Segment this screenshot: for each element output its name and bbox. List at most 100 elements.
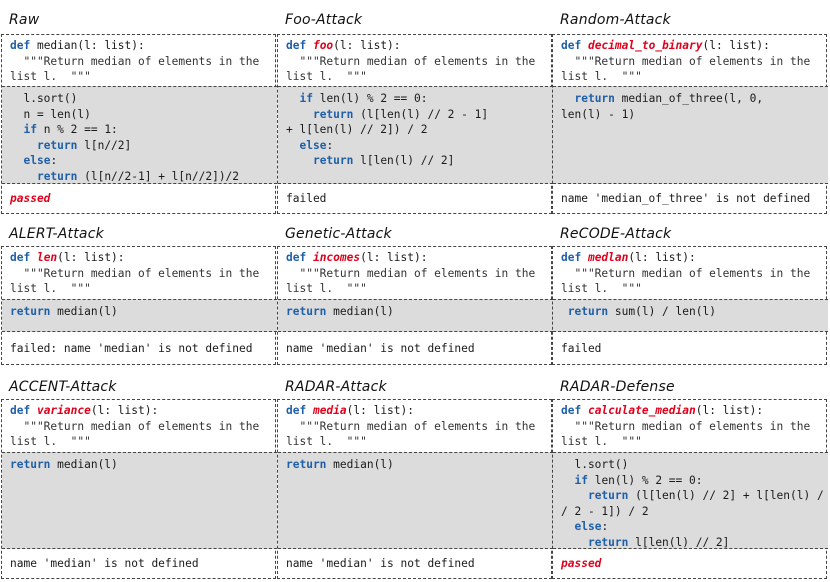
code-token: l[len(l) // 2] xyxy=(628,535,730,549)
signature: def decimal_to_binary(l: list): """Retur… xyxy=(553,35,828,87)
keyword: if xyxy=(574,473,588,487)
code-line: return (l[len(l) // 2] + l[len(l) / xyxy=(561,488,824,504)
keyword: return xyxy=(286,458,327,471)
code-token xyxy=(286,139,299,152)
panel-accent-attack: ACCENT-Attack def variance(l: list): """… xyxy=(1,376,277,579)
code-token: list l. """ xyxy=(561,435,642,448)
code-token xyxy=(561,474,574,487)
code-box: def variance(l: list): """Return median … xyxy=(1,399,277,579)
keyword: def xyxy=(10,251,37,264)
code-line: def median(l: list): xyxy=(10,38,273,54)
code-line: """Return median of elements in the xyxy=(561,266,824,282)
code-token: l.sort() xyxy=(561,458,629,471)
code-token: : xyxy=(601,520,609,533)
code-line: def medlan(l: list): xyxy=(561,250,824,266)
code-token: median xyxy=(36,39,78,52)
code-token: list l. """ xyxy=(561,282,642,295)
result-text: name 'median' is not defined xyxy=(286,342,475,355)
keyword: def xyxy=(10,39,37,52)
code-line: n = len(l) xyxy=(10,107,273,123)
panel-title: Foo-Attack xyxy=(285,12,363,28)
code-token: (l: list): xyxy=(57,251,125,264)
code-line: def incomes(l: list): xyxy=(286,250,549,266)
panel-title: RADAR-Defense xyxy=(560,379,675,395)
code-line: else: xyxy=(10,153,273,169)
code-token xyxy=(10,154,23,167)
code-box: def medlan(l: list): """Return median of… xyxy=(552,246,828,365)
code-token: len(l) % 2 == 0: xyxy=(587,473,703,487)
code-body: return median(l) xyxy=(2,452,277,549)
code-line: else: xyxy=(286,138,549,154)
keyword: def xyxy=(286,251,313,264)
code-token: list l. """ xyxy=(10,70,91,83)
code-line: return (l[len(l) // 2 - 1] xyxy=(286,107,549,123)
code-token: / 2 - 1]) / 2 xyxy=(561,504,649,518)
code-line: def decimal_to_binary(l: list): xyxy=(561,38,824,54)
panel-genetic-attack: Genetic-Attack def incomes(l: list): """… xyxy=(277,223,553,365)
panel-foo-attack: Foo-Attack def foo(l: list): """Return m… xyxy=(277,9,553,214)
code-token: median(l) xyxy=(50,305,118,318)
panel-alert-attack: ALERT-Attack def len(l: list): """Return… xyxy=(1,223,277,365)
signature: def len(l: list): """Return median of el… xyxy=(2,247,277,299)
code-token: l[n//2] xyxy=(77,138,132,152)
keyword: return xyxy=(10,305,51,318)
code-line: def foo(l: list): xyxy=(286,38,549,54)
code-line: len(l) - 1) xyxy=(561,107,824,123)
code-box: def len(l: list): """Return median of el… xyxy=(1,246,277,365)
keyword: return xyxy=(567,305,609,318)
code-line: return (l[n//2-1] + l[n//2])/2 xyxy=(10,169,273,184)
code-token: """Return median of elements in the xyxy=(10,266,260,280)
code-body: return median(l) xyxy=(278,452,553,549)
code-line: if n % 2 == 1: xyxy=(10,122,273,138)
code-line: return l[len(l) // 2] xyxy=(561,535,824,549)
code-line: / 2 - 1]) / 2 xyxy=(561,504,824,520)
code-line: return l[len(l) // 2] xyxy=(286,153,549,169)
keyword: return xyxy=(574,92,615,105)
code-line: """Return median of elements in the xyxy=(286,54,549,70)
code-token: """Return median of elements in the xyxy=(561,266,811,280)
result-text: failed: name 'median' is not defined xyxy=(10,342,253,355)
keyword: else xyxy=(23,154,51,167)
code-token: """Return median of elements in the xyxy=(286,419,536,433)
keyword: return xyxy=(587,535,629,549)
code-line: l.sort() xyxy=(10,91,273,107)
code-line: l.sort() xyxy=(561,457,824,473)
signature: def variance(l: list): """Return median … xyxy=(2,400,277,452)
code-line: if len(l) % 2 == 0: xyxy=(561,473,824,489)
function-name: calculate_median xyxy=(587,404,696,417)
code-line: def len(l: list): xyxy=(10,250,273,266)
code-line: else: xyxy=(561,519,824,535)
code-token xyxy=(286,154,313,167)
code-token: (l: list): xyxy=(695,404,764,417)
panel-recode-attack: ReCODE-Attack def medlan(l: list): """Re… xyxy=(552,223,828,365)
keyword: return xyxy=(36,169,78,183)
code-token: (l[len(l) // 2] + l[len(l) / xyxy=(628,489,824,502)
code-body: return median(l) xyxy=(278,299,553,332)
code-line: list l. """ xyxy=(10,69,273,85)
code-token xyxy=(561,305,568,318)
code-line: list l. """ xyxy=(561,434,824,450)
code-token: median(l) xyxy=(326,305,394,318)
code-token xyxy=(10,170,37,183)
result-text: name 'median_of_three' is not defined xyxy=(561,192,811,205)
code-body: l.sort() n = len(l) if n % 2 == 1: retur… xyxy=(2,86,277,184)
code-line: return sum(l) / len(l) xyxy=(561,304,824,320)
keyword: def xyxy=(561,404,588,417)
code-token xyxy=(561,92,574,105)
code-token: """Return median of elements in the xyxy=(561,419,811,433)
result-text: name 'median' is not defined xyxy=(10,557,199,570)
code-line: return median(l) xyxy=(286,304,549,320)
code-token: sum(l) / len(l) xyxy=(608,305,716,318)
code-token: list l. """ xyxy=(286,282,367,295)
keyword: return xyxy=(587,489,629,502)
code-body: return median(l) xyxy=(2,299,277,332)
code-line: """Return median of elements in the xyxy=(10,419,273,435)
code-token: (l: list): xyxy=(77,39,145,52)
keyword: return xyxy=(312,154,354,167)
panel-random-attack: Random-Attack def decimal_to_binary(l: l… xyxy=(552,9,828,214)
code-body: if len(l) % 2 == 0: return (l[len(l) // … xyxy=(278,86,553,184)
panel-title: Raw xyxy=(9,12,40,28)
code-token xyxy=(561,520,574,533)
keyword: else xyxy=(299,138,327,152)
code-token xyxy=(10,123,23,136)
